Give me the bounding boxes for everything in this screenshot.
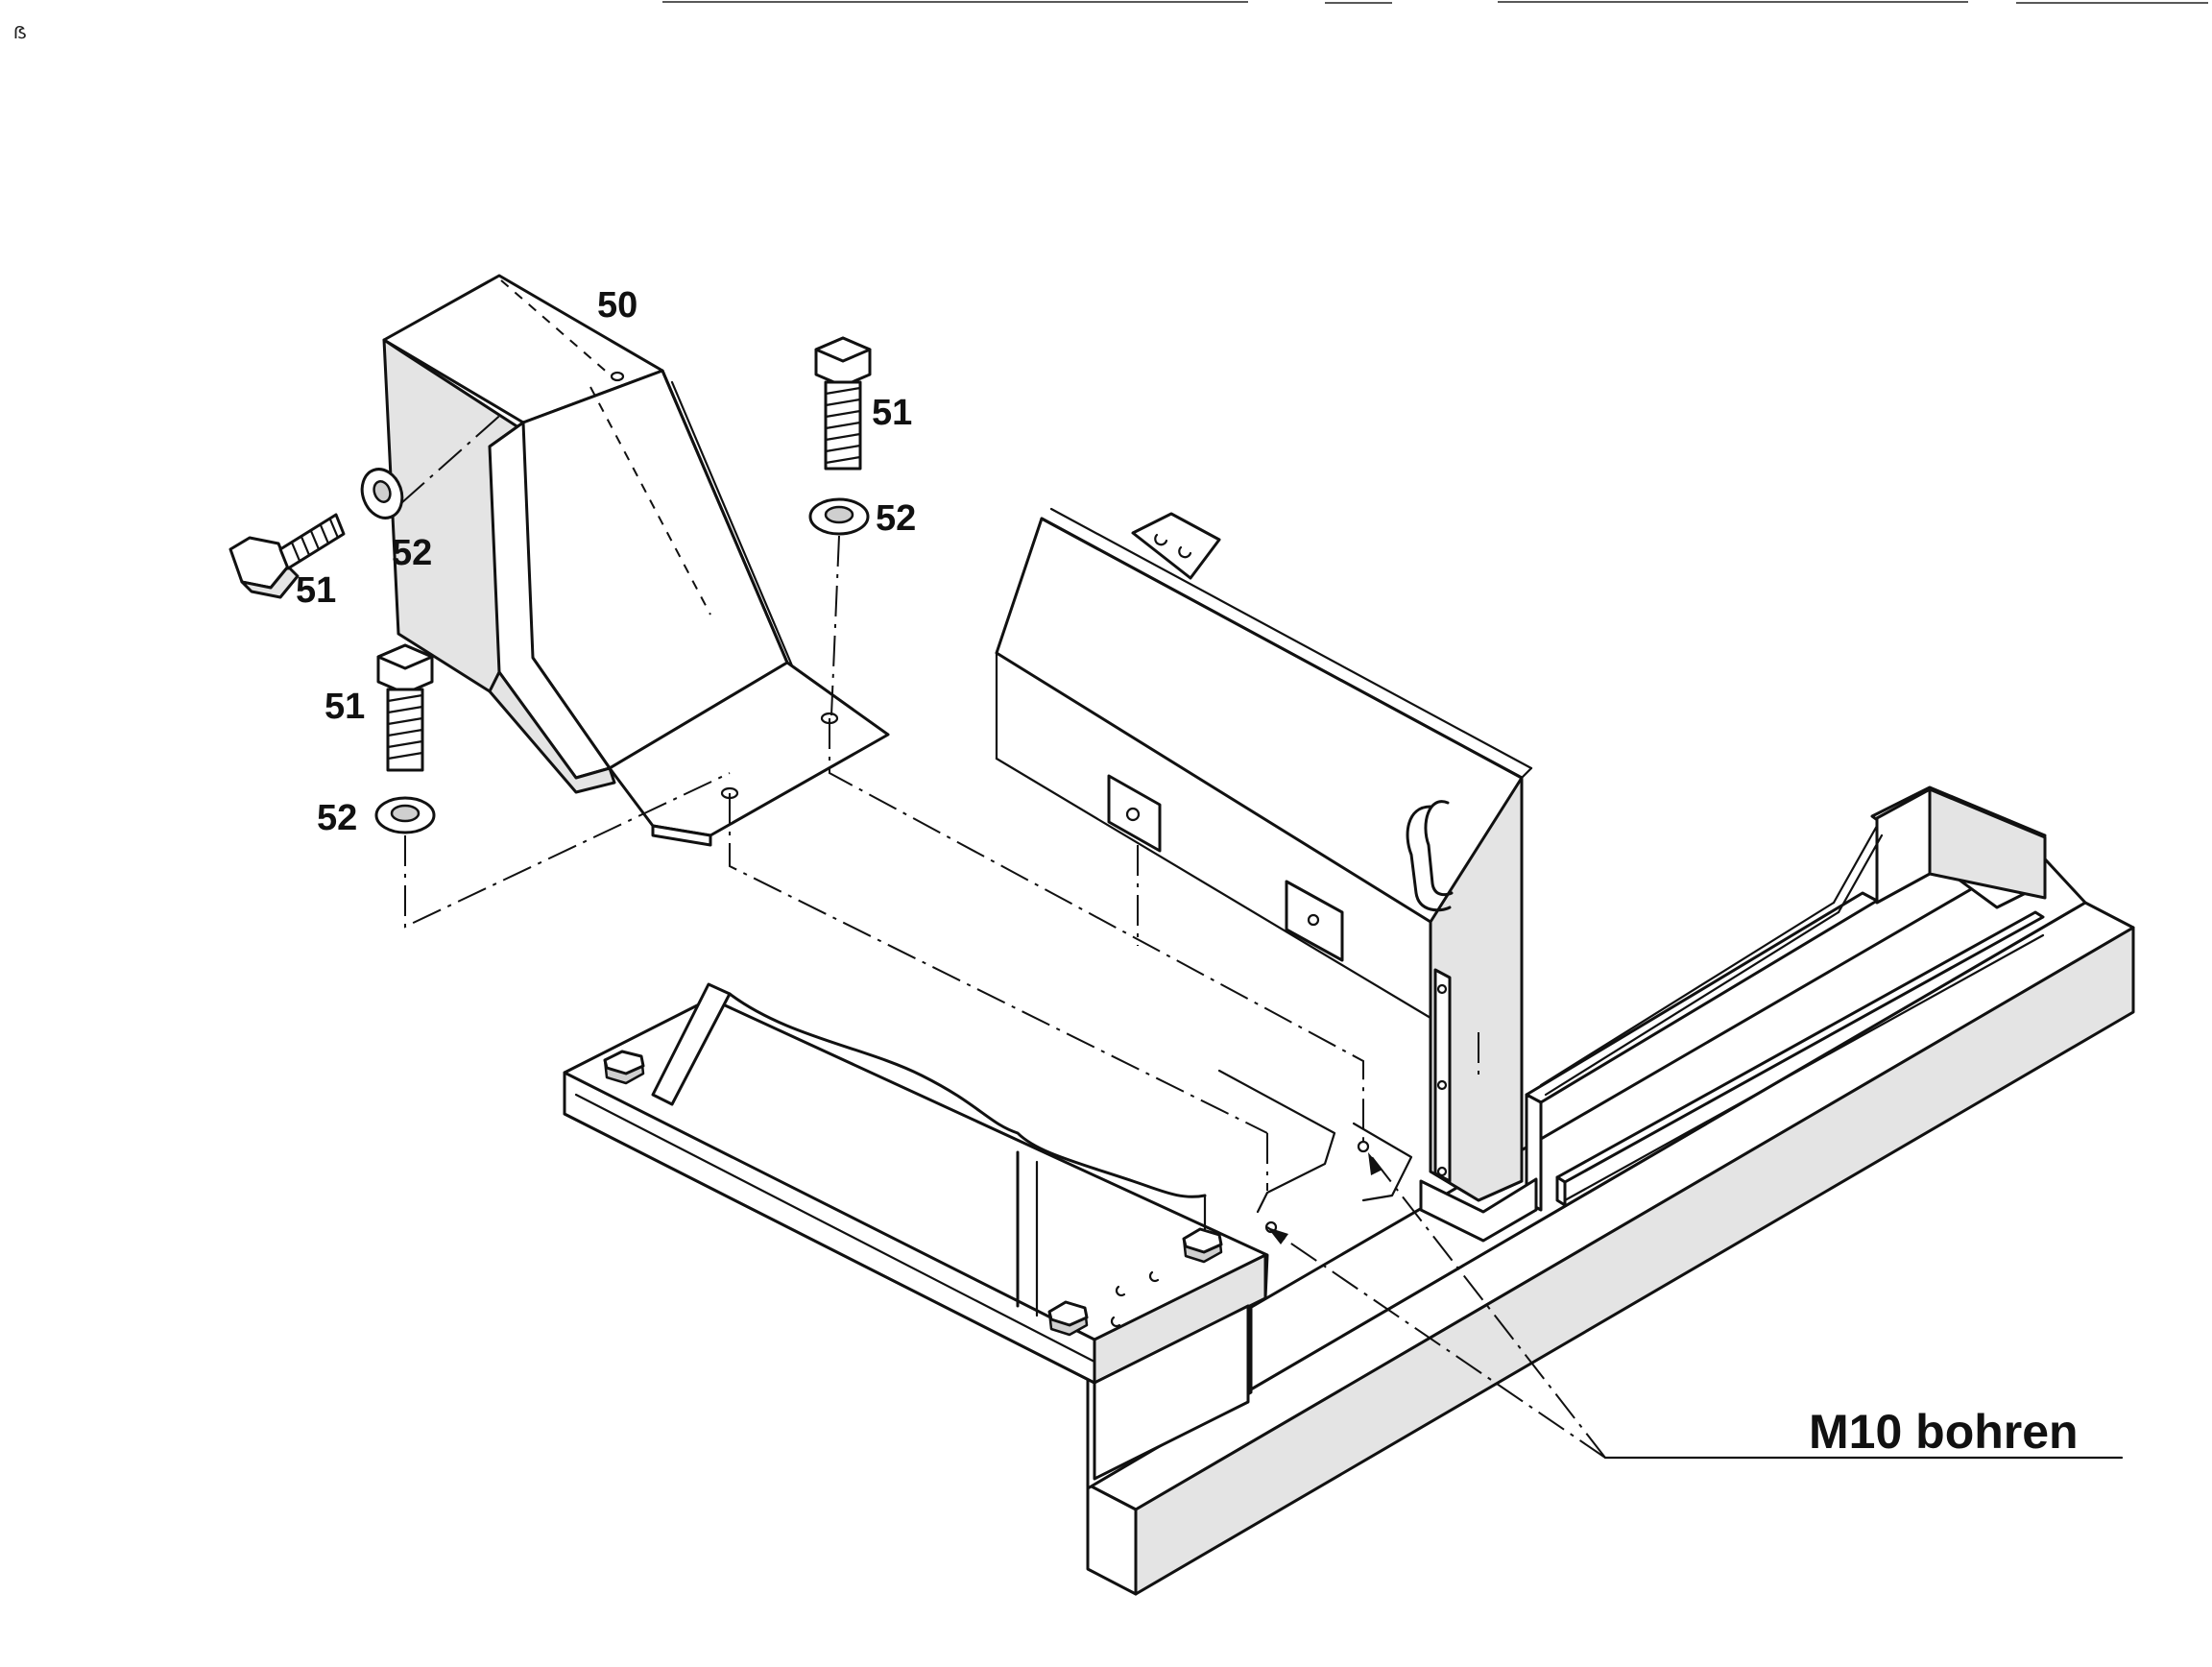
bolt-left bbox=[228, 513, 346, 599]
upright-panel bbox=[995, 507, 1538, 1243]
washer-mid bbox=[374, 796, 436, 834]
washer-top bbox=[808, 497, 870, 536]
callout-bolt-left: 51 bbox=[296, 570, 336, 611]
machine-frame bbox=[1086, 785, 2135, 1596]
scan-border-marks bbox=[662, 1, 2208, 4]
bolt-top bbox=[814, 336, 872, 471]
bolt-mid bbox=[376, 643, 434, 772]
drill-hole-marks bbox=[1217, 1069, 1413, 1234]
callout-washer-mid: 52 bbox=[317, 798, 357, 838]
margin-mark: ẞ bbox=[13, 23, 27, 43]
note-m10-bohren: M10 bohren bbox=[1809, 1405, 2079, 1459]
washer-left bbox=[360, 468, 404, 519]
base-plate-assembly bbox=[563, 982, 1269, 1481]
callout-washer-top: 52 bbox=[876, 498, 916, 539]
m10-leader bbox=[1266, 1151, 2124, 1460]
center-lines bbox=[400, 410, 1479, 1191]
callout-bolt-top: 51 bbox=[872, 393, 912, 433]
callout-washer-left: 52 bbox=[392, 533, 432, 573]
callout-bolt-mid: 51 bbox=[325, 687, 365, 727]
bracket-50 bbox=[382, 274, 890, 847]
callout-bracket: 50 bbox=[597, 285, 637, 326]
